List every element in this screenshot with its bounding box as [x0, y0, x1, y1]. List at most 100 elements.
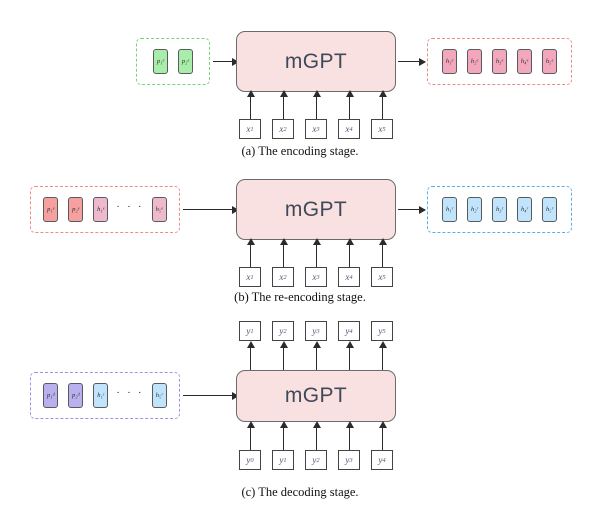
sequence-cell-index: 2	[283, 327, 287, 335]
arrow-output-token	[377, 341, 389, 370]
arrow-model-to-output	[398, 204, 426, 216]
arrow-input-token	[311, 421, 323, 450]
sequence-cell-label: x	[312, 272, 317, 282]
sequence-cell-label: x	[246, 272, 251, 282]
arrow-input-token	[278, 90, 290, 119]
arrow-input-token	[278, 421, 290, 450]
caption-encoding: (a) The encoding stage.	[241, 144, 359, 158]
hidden-token: h₂ʳ	[467, 197, 482, 222]
arrow-input-to-model	[213, 56, 239, 68]
sequence-cell-label: x	[246, 124, 251, 134]
re-encoding-input-group: p₁ᵉ p₂ᵉ h₁ᵉ · · · h₅ᵉ	[30, 186, 180, 233]
sequence-cell-label: y	[312, 455, 317, 465]
hidden-token: h₅ᵉ	[542, 49, 557, 74]
arrow-output-token	[278, 341, 290, 370]
sequence-cell-index: 2	[283, 273, 287, 281]
hidden-token: h₅ᵉ	[151, 197, 167, 222]
prompt-token: p₁ᵉ	[43, 197, 59, 222]
sequence-cell-label: x	[345, 124, 350, 134]
sequence-cell-label: y	[246, 326, 251, 336]
sequence-cell-label: x	[279, 124, 284, 134]
mgpt-label: mGPT	[284, 384, 348, 407]
hidden-token: h₁ʳ	[442, 197, 457, 222]
ellipsis: · · ·	[116, 387, 144, 399]
arrow-input-token	[311, 238, 323, 267]
sequence-cell-index: 3	[316, 327, 320, 335]
hidden-token: h₁ᵉ	[93, 197, 109, 222]
mgpt-label: mGPT	[284, 49, 348, 73]
arrow-input-to-model	[183, 204, 239, 216]
mgpt-label: mGPT	[284, 197, 348, 221]
mgpt-block: mGPT	[236, 179, 396, 240]
mgpt-block: mGPT	[236, 370, 396, 422]
sequence-cell-label: y	[378, 455, 383, 465]
arrow-output-token	[245, 341, 257, 370]
decoding-input-group: p₁ᵈ p₂ᵈ h₁ʳ · · · h₅ʳ	[30, 372, 180, 419]
sequence-cell-index: 0	[250, 456, 254, 464]
sequence-cell-index: 5	[382, 273, 386, 281]
arrow-input-token	[344, 421, 356, 450]
arrow-input-token	[344, 90, 356, 119]
sequence-cell-index: 3	[349, 456, 353, 464]
arrow-input-token	[311, 90, 323, 119]
sequence-cell-index: 4	[349, 125, 353, 133]
hidden-token: h₃ʳ	[492, 197, 507, 222]
arrow-input-token	[278, 238, 290, 267]
sequence-cell-index: 2	[283, 125, 287, 133]
hidden-token: h₄ᵉ	[517, 49, 532, 74]
prompt-token: p₂ᵉ	[178, 49, 193, 74]
sequence-cell-index: 4	[382, 456, 386, 464]
prompt-token: p₁ᵈ	[43, 383, 59, 408]
sequence-cell-index: 1	[283, 456, 287, 464]
sequence-cell-index: 5	[382, 125, 386, 133]
re-encoding-output-group: h₁ʳ h₂ʳ h₃ʳ h₄ʳ h₅ʳ	[427, 186, 572, 233]
encoding-output-group: h₁ᵉ h₂ᵉ h₃ᵉ h₄ᵉ h₅ᵉ	[427, 38, 572, 85]
sequence-cell-index: 3	[316, 273, 320, 281]
sequence-cell-index: 1	[250, 125, 254, 133]
prompt-token: p₂ᵈ	[68, 383, 84, 408]
sequence-cell-index: 2	[316, 456, 320, 464]
hidden-token: h₅ʳ	[151, 383, 167, 408]
stage-re-encoding: p₁ᵉ p₂ᵉ h₁ᵉ · · · h₅ᵉ mGPT h₁ʳ h₂ʳ h₃ʳ h…	[0, 168, 600, 313]
sequence-cell-index: 5	[382, 327, 386, 335]
sequence-cell-label: y	[279, 455, 284, 465]
sequence-cell-label: x	[279, 272, 284, 282]
arrow-input-to-model	[183, 390, 239, 402]
hidden-token: h₂ᵉ	[467, 49, 482, 74]
hidden-token: h₄ʳ	[517, 197, 532, 222]
sequence-cell-label: y	[345, 455, 350, 465]
sequence-cell-label: x	[312, 124, 317, 134]
mgpt-block: mGPT	[236, 31, 396, 92]
ellipsis: · · ·	[116, 201, 144, 213]
arrow-output-token	[344, 341, 356, 370]
caption-decoding: (c) The decoding stage.	[241, 485, 359, 499]
sequence-cell-label: y	[246, 455, 251, 465]
arrow-input-token	[377, 90, 389, 119]
arrow-input-token	[245, 90, 257, 119]
caption-re-encoding: (b) The re-encoding stage.	[234, 290, 366, 304]
sequence-cell-index: 4	[349, 327, 353, 335]
hidden-token: h₁ᵉ	[442, 49, 457, 74]
hidden-token: h₃ᵉ	[492, 49, 507, 74]
arrow-model-to-output	[398, 56, 426, 68]
